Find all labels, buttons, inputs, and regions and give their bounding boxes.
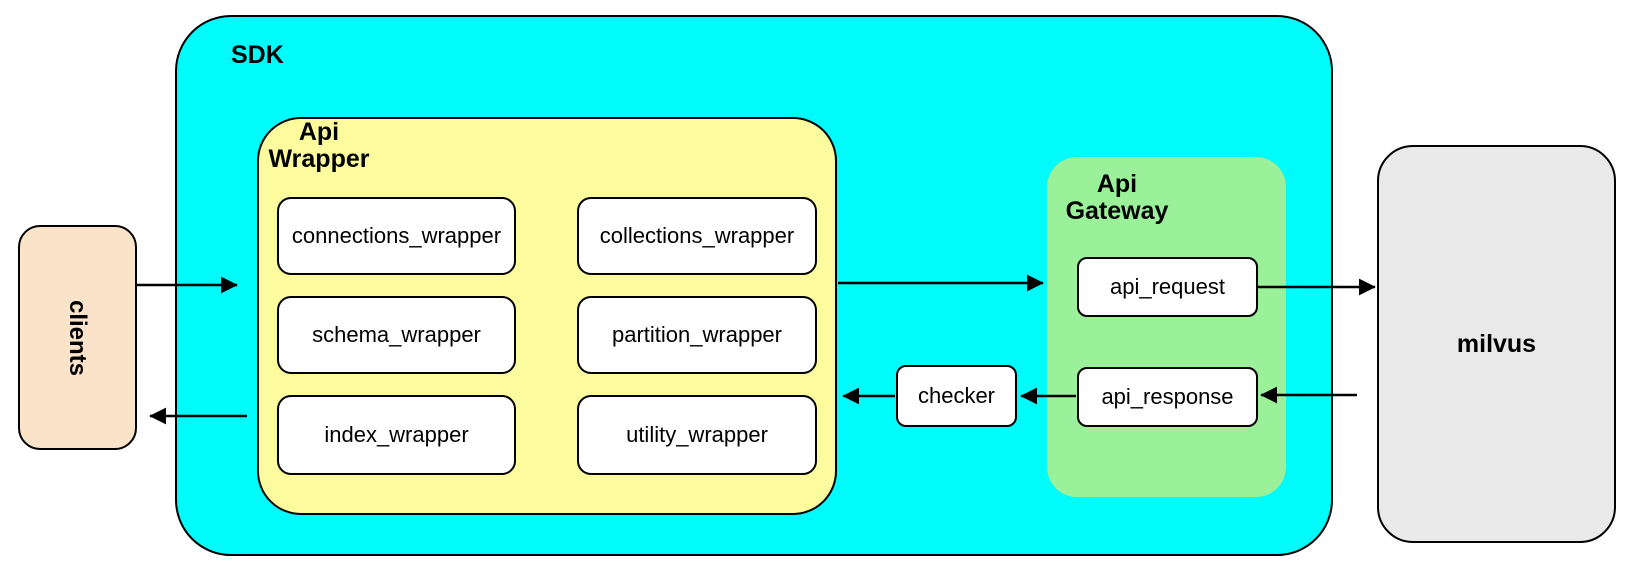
partition-wrapper-label: partition_wrapper — [612, 322, 782, 347]
api-wrapper-label: Api Wrapper — [268, 118, 370, 173]
connections-wrapper-label: connections_wrapper — [291, 223, 502, 248]
api-response-node: api_response — [1077, 367, 1258, 427]
api-gateway-label: Api Gateway — [1065, 170, 1169, 225]
utility-wrapper-node: utility_wrapper — [577, 395, 817, 475]
api-request-node: api_request — [1077, 257, 1258, 317]
milvus-label: milvus — [1456, 329, 1537, 358]
api-response-label: api_response — [1101, 384, 1234, 409]
collections-wrapper-node: collections_wrapper — [577, 197, 817, 275]
index-wrapper-node: index_wrapper — [277, 395, 516, 475]
checker-label: checker — [917, 383, 996, 408]
collections-wrapper-label: collections_wrapper — [599, 223, 795, 248]
utility-wrapper-label: utility_wrapper — [626, 422, 768, 447]
api-request-label: api_request — [1110, 274, 1225, 299]
connections-wrapper-node: connections_wrapper — [277, 197, 516, 275]
milvus-node: milvus — [1377, 145, 1616, 543]
schema-wrapper-label: schema_wrapper — [312, 322, 481, 347]
schema-wrapper-node: schema_wrapper — [277, 296, 516, 374]
api-gateway-region — [1047, 157, 1286, 497]
clients-label: clients — [64, 299, 92, 376]
checker-node: checker — [896, 365, 1017, 427]
clients-node: clients — [18, 225, 137, 450]
partition-wrapper-node: partition_wrapper — [577, 296, 817, 374]
index-wrapper-label: index_wrapper — [324, 422, 469, 447]
sdk-label: SDK — [231, 41, 284, 69]
